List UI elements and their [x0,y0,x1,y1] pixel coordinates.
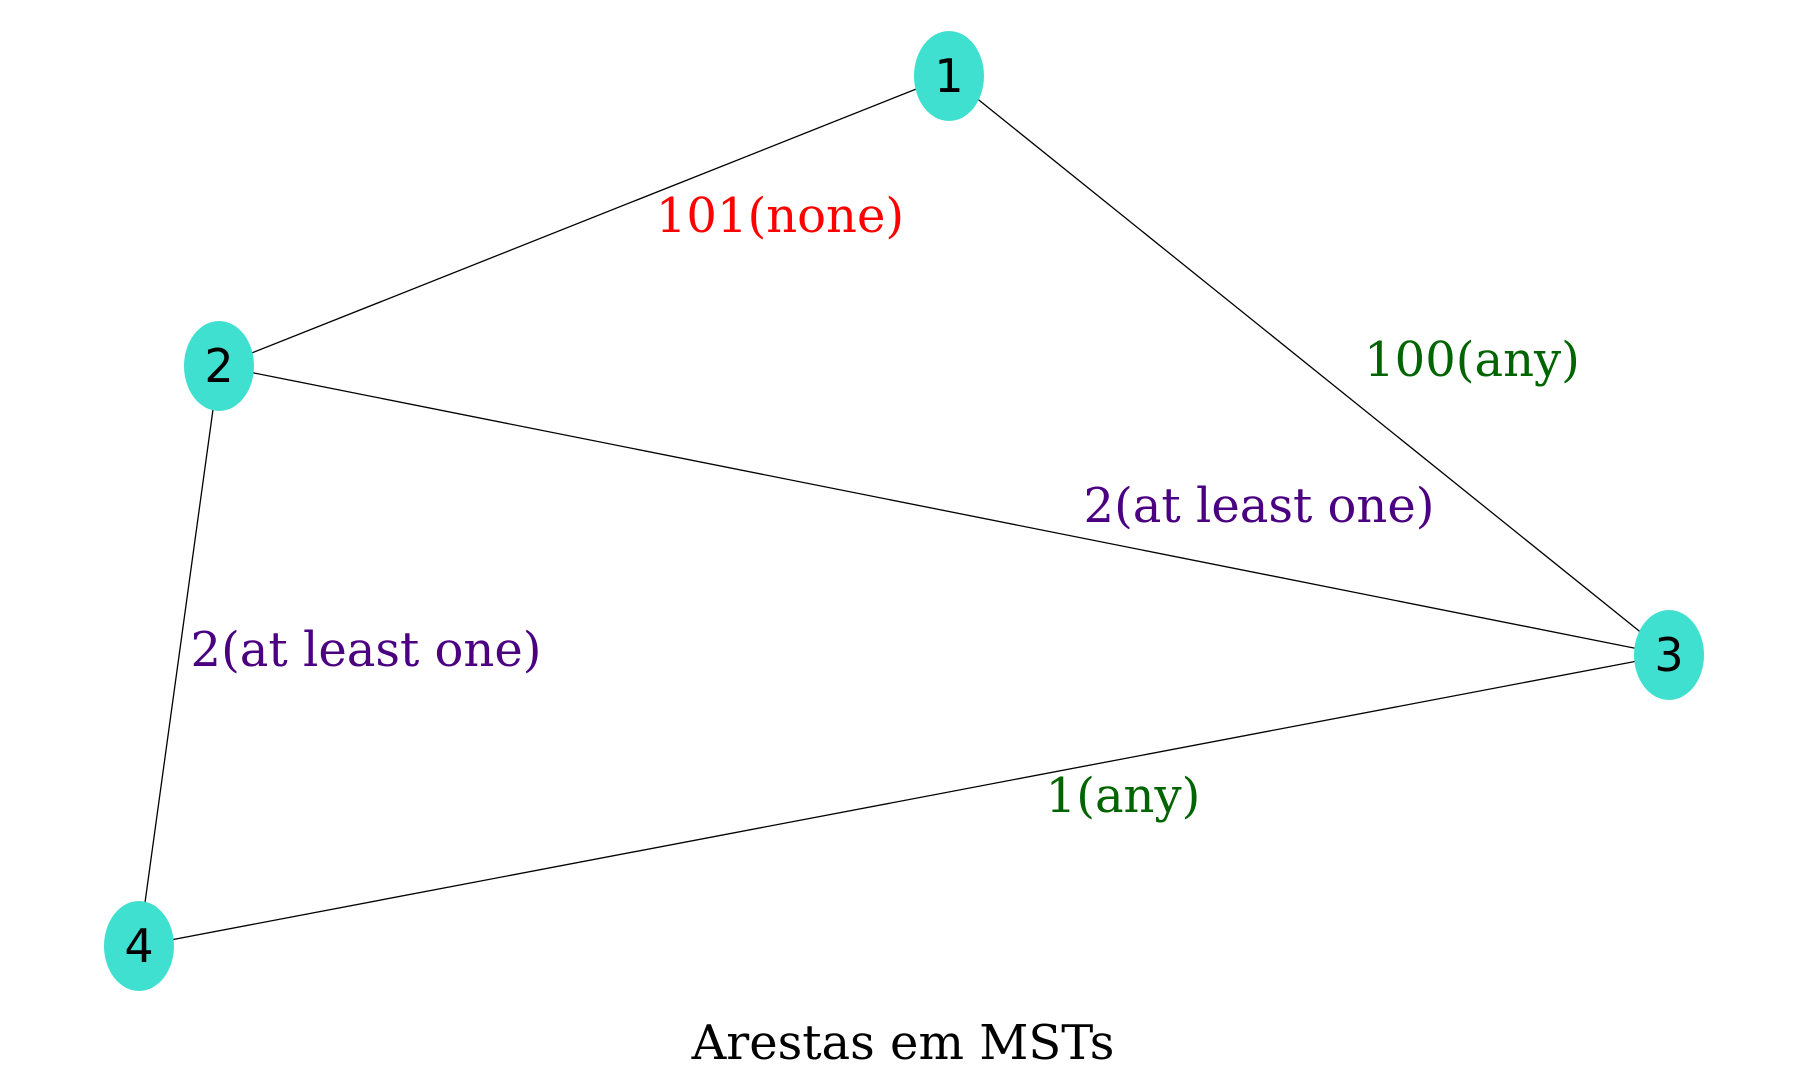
node-4-label: 4 [124,919,153,973]
node-3-shape [1634,610,1704,700]
edge-2-3 [218,365,1670,656]
edge-labels: 101(none) 100(any) 2(at least one) 2(at … [191,188,1580,824]
node-1-shape [914,31,984,121]
edge-label-2-3: 2(at least one) [1084,478,1435,534]
edge-3-4 [138,654,1670,947]
node-4-shape [104,901,174,991]
node-2: 2 [184,321,254,411]
edge-label-1-2: 101(none) [656,188,904,244]
nodes: 1 2 3 4 [104,31,1704,991]
edge-1-2 [218,75,950,367]
node-2-label: 2 [204,339,233,393]
edge-label-2-4: 2(at least one) [191,622,542,678]
edge-1-3 [948,75,1670,656]
edge-label-3-4: 1(any) [1046,768,1201,824]
edges [138,75,1670,947]
diagram-title: Arestas em MSTs [691,1015,1115,1071]
node-2-shape [184,321,254,411]
edge-2-4 [138,365,220,947]
node-1-label: 1 [934,49,963,103]
node-1: 1 [914,31,984,121]
node-3-label: 3 [1654,628,1683,682]
node-4: 4 [104,901,174,991]
node-3: 3 [1634,610,1704,700]
edge-label-1-3: 100(any) [1364,332,1580,388]
